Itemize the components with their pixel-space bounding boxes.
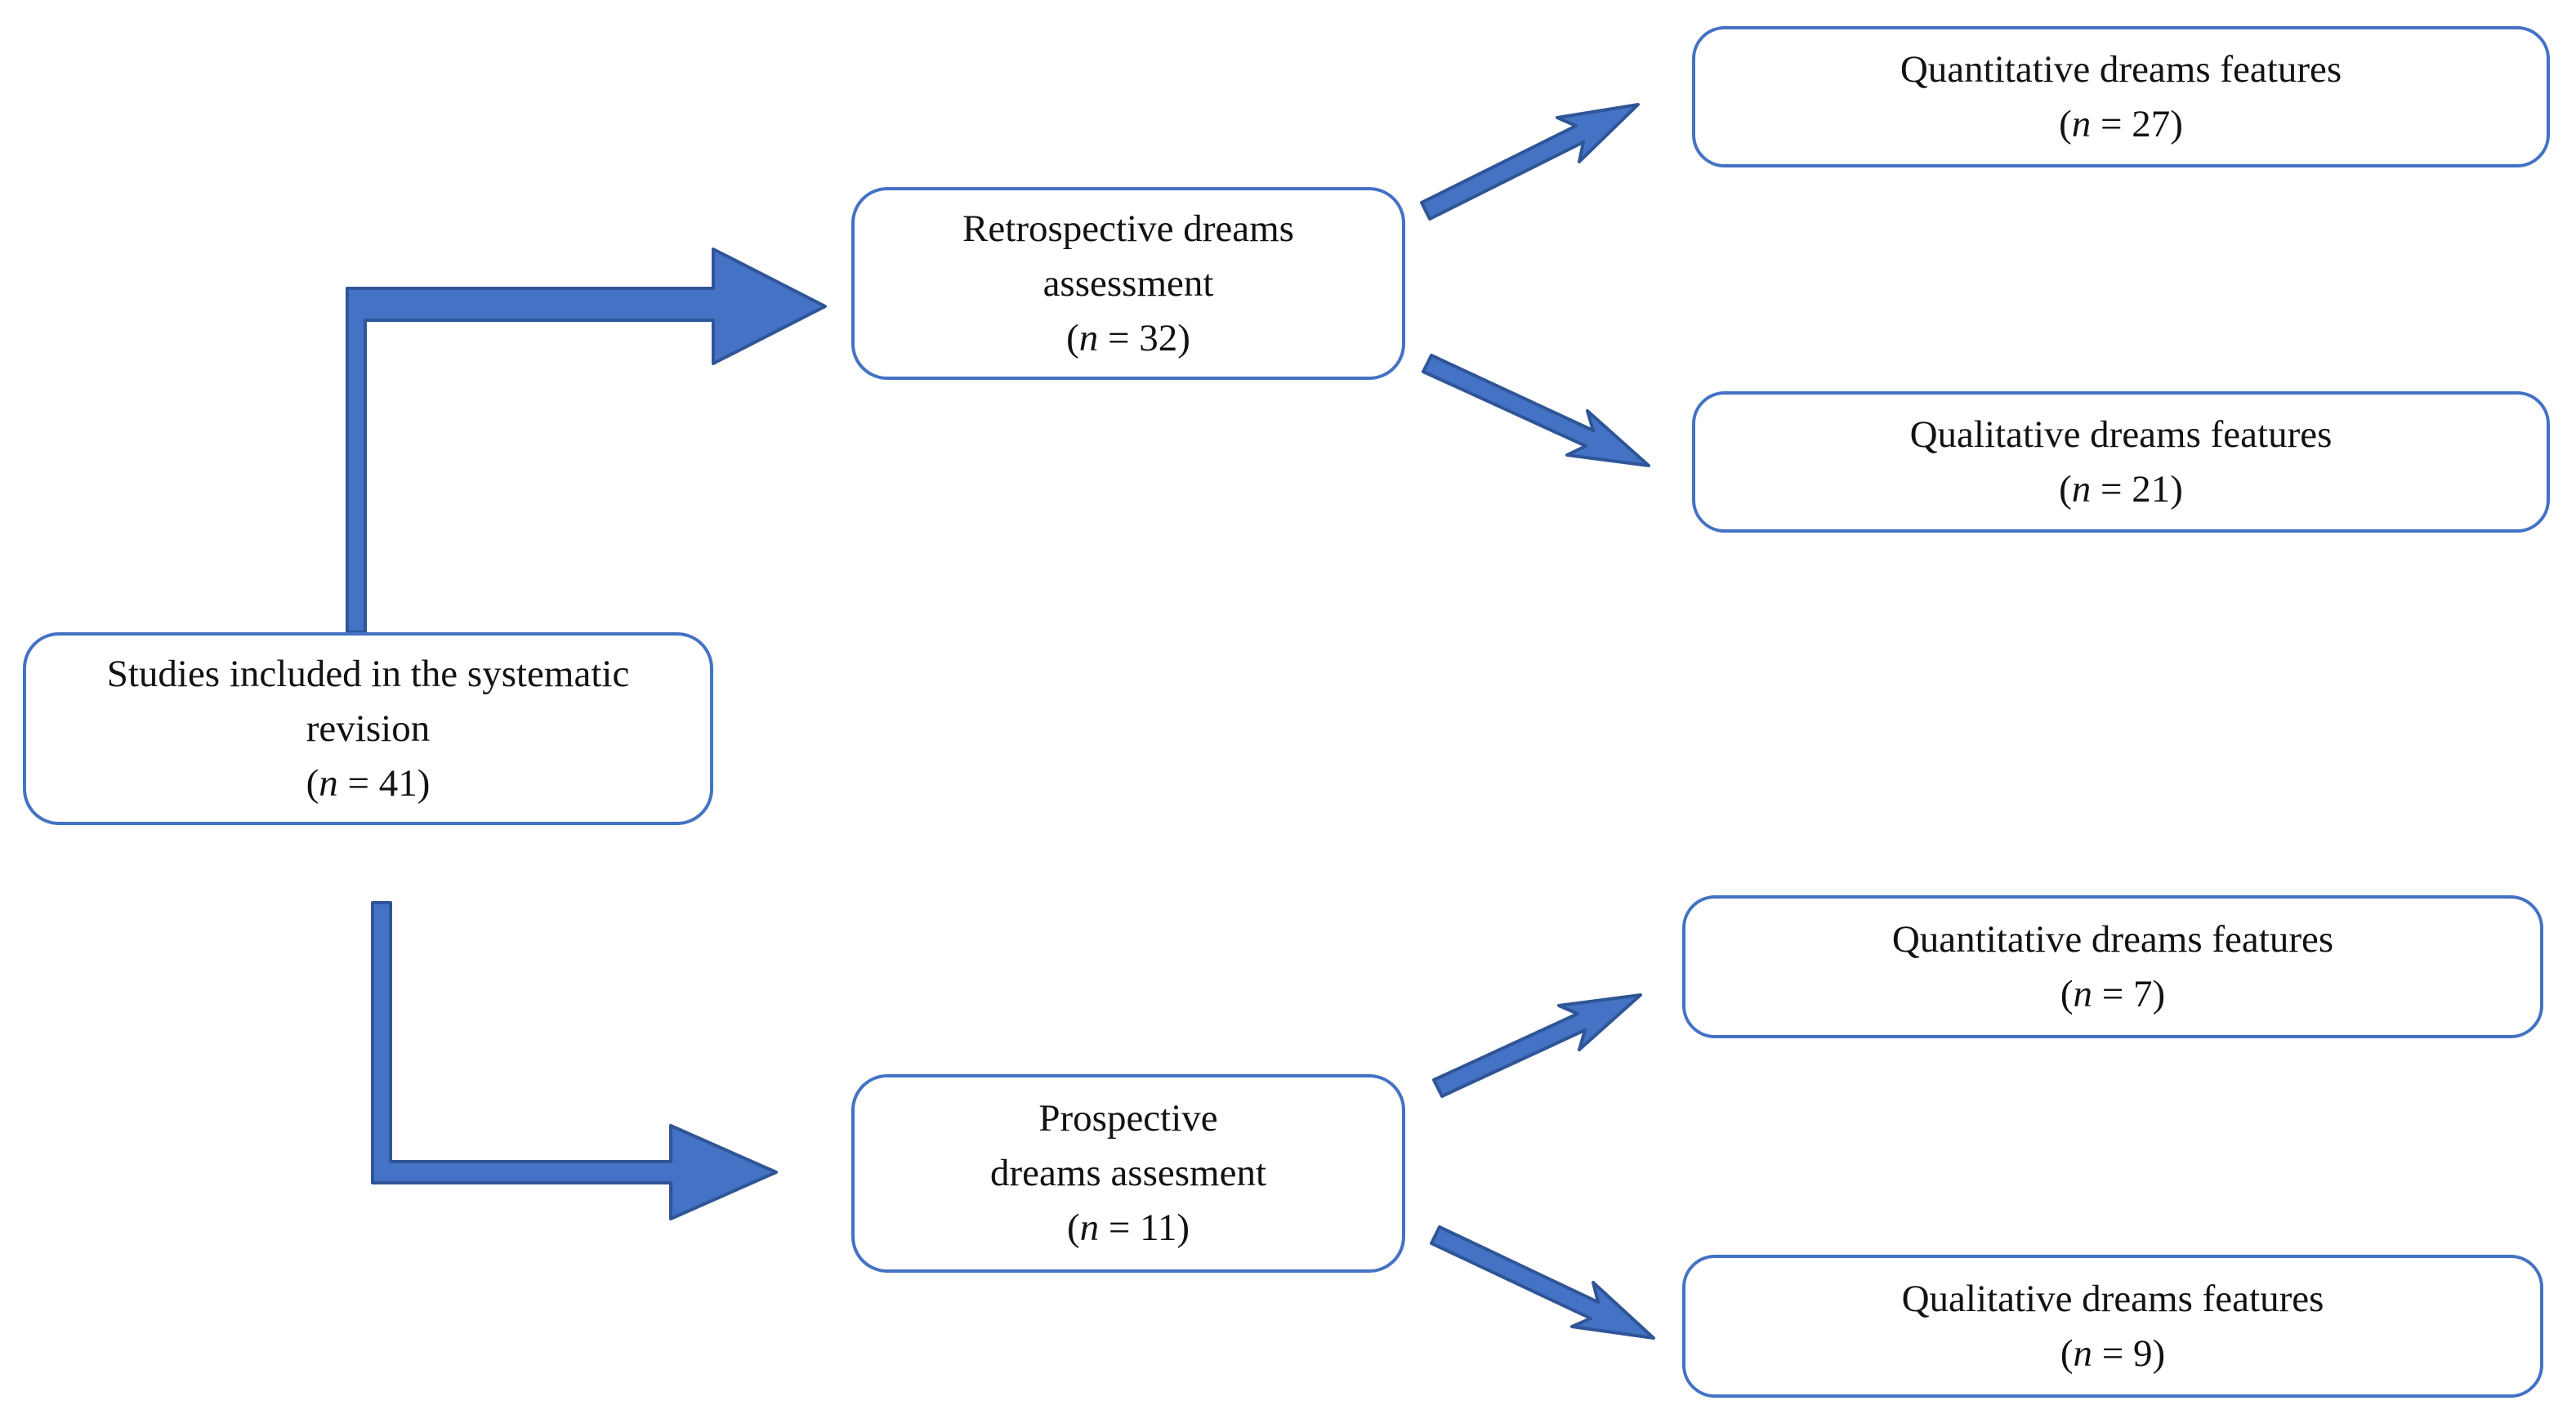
node-count: (n = 11) <box>1066 1207 1190 1249</box>
diagonal-arrow-pros-quant-icon <box>1432 993 1642 1098</box>
node-text-line: Prospective <box>1038 1097 1218 1140</box>
node-count: (n = 21) <box>2059 467 2183 511</box>
node-retrospective-assessment: Retrospective dreams assessment (n = 32) <box>851 187 1405 380</box>
node-count: (n = 9) <box>2060 1332 2166 1375</box>
node-text-line: revision <box>306 707 431 750</box>
node-count: (n = 7) <box>2060 972 2166 1015</box>
node-text-line: Quantitative dreams features <box>1900 47 2342 91</box>
diagonal-arrow-retro-qual-icon <box>1422 354 1650 467</box>
node-text-line: Studies included in the systematic <box>106 652 630 695</box>
node-studies-included: Studies included in the systematic revis… <box>23 632 713 825</box>
node-text-line: Retrospective dreams <box>962 207 1294 250</box>
diagonal-arrow-retro-quant-icon <box>1420 103 1640 221</box>
node-count: (n = 41) <box>306 761 431 805</box>
node-text-line: Quantitative dreams features <box>1891 917 2334 961</box>
node-pros-quantitative-features: Quantitative dreams features (n = 7) <box>1682 895 2543 1038</box>
node-retro-quantitative-features: Quantitative dreams features (n = 27) <box>1692 26 2550 167</box>
diagonal-arrow-pros-qual-icon <box>1430 1225 1655 1340</box>
node-text-line: Qualitative dreams features <box>1909 413 2333 456</box>
elbow-arrow-top-icon <box>346 248 827 634</box>
node-prospective-assesment: Prospective dreams assesment (n = 11) <box>851 1074 1405 1273</box>
node-text-line: assessment <box>1042 261 1214 305</box>
node-count: (n = 32) <box>1066 316 1190 359</box>
elbow-arrow-bottom-icon <box>371 901 778 1220</box>
node-text-line: dreams assesment <box>989 1152 1267 1194</box>
node-text-line: Qualitative dreams features <box>1901 1277 2324 1320</box>
node-pros-qualitative-features: Qualitative dreams features (n = 9) <box>1682 1255 2543 1398</box>
node-retro-qualitative-features: Qualitative dreams features (n = 21) <box>1692 391 2550 533</box>
node-count: (n = 27) <box>2059 102 2183 145</box>
